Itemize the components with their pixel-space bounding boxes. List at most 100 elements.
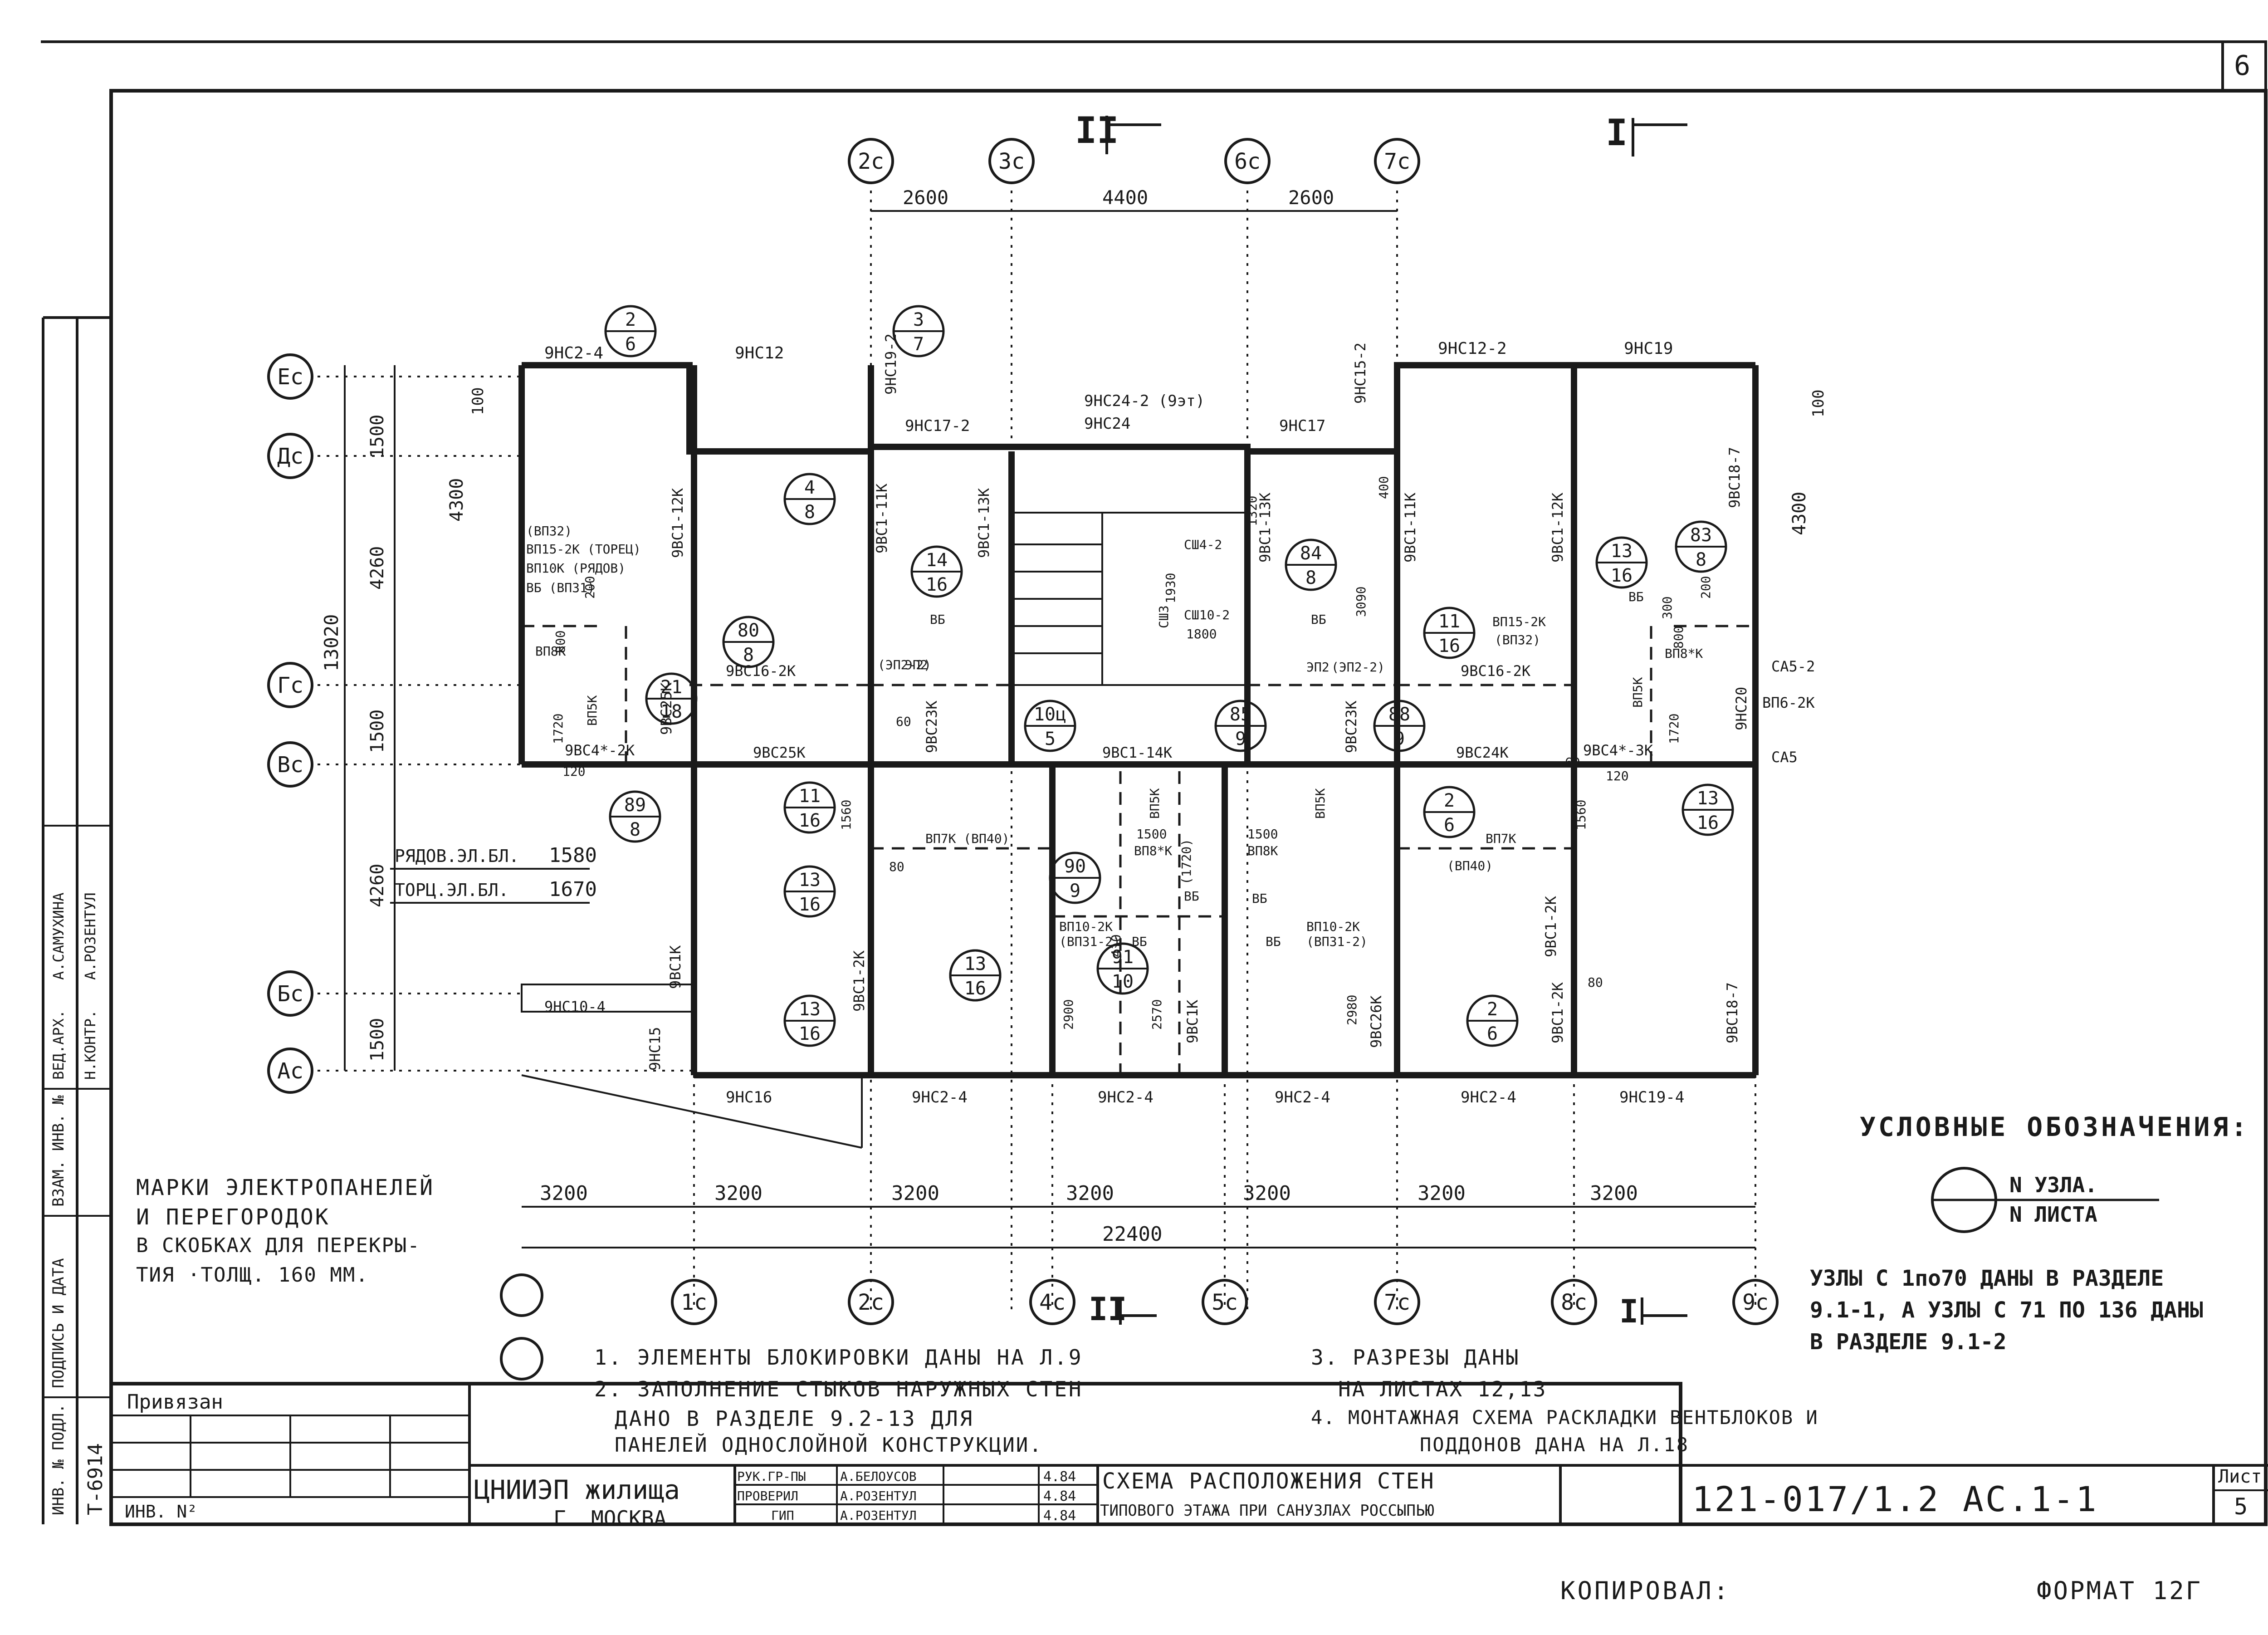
panel-mark-2: 9ВС1-11К xyxy=(873,483,890,553)
dim-bottom-5: 3200 xyxy=(1243,1182,1291,1205)
axis-bottom-5-label: 7с xyxy=(1384,1290,1410,1315)
small-label-52: 120 xyxy=(1606,769,1629,783)
stamp-privyazan: Привязан xyxy=(127,1390,223,1414)
small-label-49: 200 xyxy=(582,576,597,599)
node-callout-5-sheet: 16 xyxy=(926,574,948,595)
panel-mark-20: 9ВС1-2К xyxy=(1542,896,1559,957)
axis-left-2-label: Дс xyxy=(277,444,303,469)
small-label-33: ВП10-2К xyxy=(1306,919,1360,934)
axis-bottom-3-label: 4с xyxy=(1039,1290,1066,1315)
small-label-4: ВБ (ВП31) xyxy=(526,580,595,595)
legend-ranges-2: 9.1-1, А УЗЛЫ С 71 ПО 136 ДАНЫ xyxy=(1810,1297,2203,1323)
node-callout-1-sheet: 6 xyxy=(625,334,636,355)
axis-bottom-6-circle xyxy=(1551,1279,1597,1325)
node-callout-21-sheet: 16 xyxy=(964,978,986,999)
node-callout-21-node: 13 xyxy=(964,954,986,974)
stamp-date-2: 4.84 xyxy=(1043,1488,1076,1504)
wall-bottom-1: 9НС16 xyxy=(726,1088,772,1106)
note-1: 1. ЭЛЕМЕНТЫ БЛОКИРОВКИ ДАНЫ НА Л.9 xyxy=(594,1345,1083,1370)
small-label-10: ВП8*К xyxy=(1665,646,1703,661)
dim-bottom-7: 3200 xyxy=(1590,1182,1638,1205)
node-callout-15-node: 11 xyxy=(799,786,821,807)
axis-left-5-circle xyxy=(267,970,313,1017)
axis-top-4-circle xyxy=(1374,138,1420,184)
small-label-34: (ВП31-2) xyxy=(1306,934,1368,949)
wall-top-3: 9НС17-2 xyxy=(905,417,970,435)
strip-samuhina: А.САМУХИНА xyxy=(50,892,67,980)
panel-mark-15: 9ВС23К xyxy=(1343,700,1360,753)
axis-left-6-label: Ас xyxy=(277,1058,303,1084)
node-callout-10-node: 21 xyxy=(660,677,682,698)
panel-mark-18: 9ВС1К xyxy=(667,945,684,989)
dim-left-3: 1500 xyxy=(367,710,388,753)
elbl-val1: 1580 xyxy=(549,844,597,867)
small-label-61: 300 xyxy=(1660,596,1675,619)
dim-bottom-2: 3200 xyxy=(714,1182,763,1205)
wall-top-4: 9НС24-2 (9эт) xyxy=(1084,392,1205,410)
axis-bottom-7-circle xyxy=(1732,1279,1779,1325)
stamp-name-2: А.РОЗЕНТУЛ xyxy=(840,1488,917,1503)
small-label-37: 1930 xyxy=(1163,573,1178,603)
small-label-59: ВП5К xyxy=(1147,788,1162,819)
dim-left-1: 1500 xyxy=(367,415,388,458)
axis-left-5-label: Бс xyxy=(277,981,303,1007)
panel-mark-13: 9ВС1-14К xyxy=(1102,744,1173,761)
small-label-7: ВП15-2К xyxy=(1492,614,1546,629)
small-label-18: СШ4-2 xyxy=(1184,537,1222,552)
panel-mark-12: 9ВС23К xyxy=(923,700,940,753)
wall-top-8: 9НС19 xyxy=(1624,339,1673,358)
panel-mark-17: 9ВС4*-3К xyxy=(1583,742,1653,759)
dim-top-2: 4400 xyxy=(1102,186,1148,209)
axis-bottom-2-circle xyxy=(848,1279,894,1325)
stamp-code: 121-017/1.2 АС.1-1 xyxy=(1692,1479,2098,1519)
stamp-inv: ИНВ. N² xyxy=(125,1502,198,1522)
wall-top-6: 9НС17 xyxy=(1279,417,1325,435)
node-callout-16-node: 13 xyxy=(799,870,821,891)
panel-mark-10: 9ВС25К xyxy=(658,682,675,735)
panel-note-2: И ПЕРЕГОРОДОК xyxy=(136,1204,330,1230)
stamp-copied: КОПИРОВАЛ: xyxy=(1560,1576,1731,1605)
panel-mark-9: 9ВС16-2К xyxy=(1461,662,1531,680)
node-callout-23-node: 2 xyxy=(1444,790,1455,811)
dim-left-4: 4260 xyxy=(367,864,388,907)
panel-mark-7: 9ВС18-7 xyxy=(1726,447,1743,508)
node-callout-9-sheet: 16 xyxy=(1438,636,1460,656)
panel-mark-26: 9НС15 xyxy=(646,1027,664,1071)
panel-mark-19: 9ВС1-2К xyxy=(850,950,868,1012)
section-mark-top-ii: II xyxy=(1075,109,1119,152)
node-callout-23-sheet: 6 xyxy=(1444,815,1455,836)
panel-mark-4: 9ВС1-13К xyxy=(1256,492,1274,563)
panel-mark-23: 9ВС1-2К xyxy=(1549,982,1566,1043)
axis-bottom-2-label: 2с xyxy=(858,1290,884,1315)
small-label-42: 2980 xyxy=(1344,995,1359,1025)
node-callout-8-node: 83 xyxy=(1690,525,1712,546)
axis-bottom-3-circle xyxy=(1029,1279,1075,1325)
panel-mark-24: 9ВС18-7 xyxy=(1724,982,1741,1043)
small-label-16: ВБ xyxy=(930,612,945,627)
dim-left-total: 13020 xyxy=(320,614,342,671)
elbl-val2: 1670 xyxy=(549,878,597,901)
legend-ranges-3: В РАЗДЕЛЕ 9.1-2 xyxy=(1810,1329,2007,1355)
axis-left-6-circle xyxy=(267,1048,313,1094)
small-label-2: ВП15-2К (ТОРЕЦ) xyxy=(526,542,641,557)
axis-top-3-label: 6с xyxy=(1234,149,1261,174)
small-label-6: ВП5К xyxy=(585,695,600,726)
axis-bottom-7-label: 9с xyxy=(1742,1290,1769,1315)
small-label-19: СШ3 xyxy=(1156,605,1171,628)
dim-top-1: 2600 xyxy=(903,186,948,209)
node-callout-18-sheet: 16 xyxy=(799,1023,821,1044)
axis-top-2-circle xyxy=(988,138,1035,184)
panel-mark-3: 9ВС1-13К xyxy=(975,488,992,558)
axis-left-3-circle xyxy=(267,662,313,708)
dim-side-3: 100 xyxy=(469,387,487,415)
small-label-17: ВБ xyxy=(1311,612,1326,627)
axis-bottom-5-circle xyxy=(1374,1279,1420,1325)
node-callout-8-sheet: 8 xyxy=(1696,549,1706,570)
note-4b: ПОДДОНОВ ДАНА НА Л.18 xyxy=(1420,1434,1690,1456)
strip-inv-podl: ИНВ. № ПОДЛ. xyxy=(49,1404,68,1515)
stamp-role-3: ГИП xyxy=(771,1508,794,1523)
stamp-org-1: ЦНИИЭП жилища xyxy=(474,1474,680,1505)
small-label-48: 800 xyxy=(1671,626,1686,649)
node-callout-24-sheet: 16 xyxy=(1697,813,1719,833)
